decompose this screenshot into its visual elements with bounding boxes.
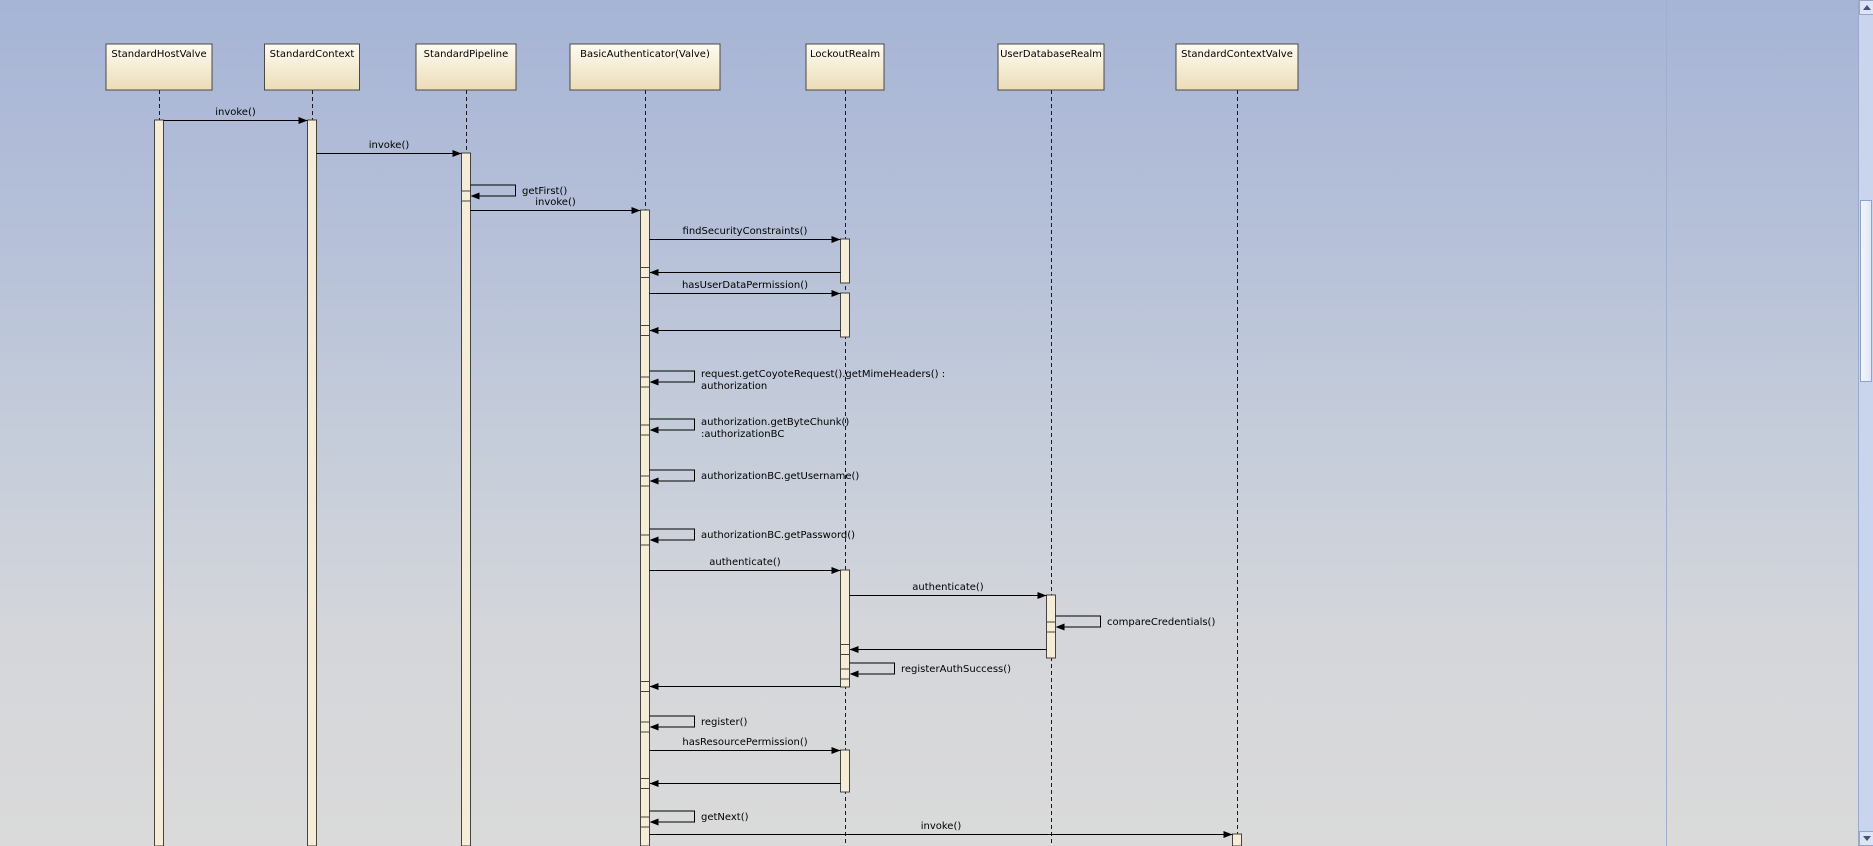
arrowhead-icon xyxy=(831,747,841,754)
nested-activation xyxy=(640,475,650,487)
arrowhead-icon xyxy=(649,683,659,690)
participant-name[interactable]: StandardPipeline xyxy=(424,49,509,60)
self-message-line xyxy=(649,370,695,383)
nested-activation xyxy=(640,424,650,436)
activation-bar[interactable] xyxy=(840,569,850,688)
participant-box[interactable] xyxy=(105,43,213,91)
self-message-line xyxy=(649,418,695,431)
arrowhead-icon xyxy=(649,536,659,544)
participant-box[interactable] xyxy=(1175,43,1299,91)
self-message-line xyxy=(649,810,695,823)
nested-activation xyxy=(640,721,650,733)
activation-bar[interactable] xyxy=(154,119,164,846)
arrowhead-icon xyxy=(1037,592,1047,599)
nested-activation xyxy=(461,190,471,202)
nested-activation xyxy=(640,267,650,278)
message-label[interactable]: authenticate() xyxy=(912,582,984,593)
activation-bar[interactable] xyxy=(840,292,850,338)
arrowhead-icon xyxy=(649,269,659,276)
arrowhead-icon xyxy=(649,378,659,386)
message-label[interactable]: authorization.getByteChunk() xyxy=(701,417,849,428)
arrowhead-icon xyxy=(831,236,841,243)
message-label[interactable]: authorizationBC.getPassword() xyxy=(701,530,855,541)
arrowhead-icon xyxy=(649,780,659,787)
arrowhead-icon xyxy=(1055,623,1065,631)
arrowhead-icon xyxy=(631,207,641,214)
self-message-line xyxy=(649,528,695,541)
nested-activation xyxy=(840,644,850,655)
nested-activation xyxy=(640,816,650,828)
participant-name[interactable]: StandardContext xyxy=(270,49,355,60)
message-label[interactable]: findSecurityConstraints() xyxy=(683,226,808,237)
arrowhead-icon xyxy=(649,426,659,434)
arrowhead-icon xyxy=(649,327,659,334)
message-label[interactable]: request.getCoyoteRequest().getMimeHeader… xyxy=(701,369,945,380)
self-message-line xyxy=(849,662,895,675)
nested-activation xyxy=(640,376,650,388)
message-label[interactable]: invoke() xyxy=(921,821,962,832)
participant-name[interactable]: StandardContextValve xyxy=(1181,49,1293,60)
arrowhead-icon xyxy=(649,818,659,826)
activation-bar[interactable] xyxy=(1232,833,1242,846)
arrowhead-icon xyxy=(849,670,859,678)
participant-name[interactable]: BasicAuthenticator(Valve) xyxy=(580,49,710,60)
message-label[interactable]: hasResourcePermission() xyxy=(682,737,807,748)
arrowhead-icon xyxy=(849,646,859,653)
activation-bar[interactable] xyxy=(840,238,850,284)
participant-name[interactable]: StandardHostValve xyxy=(111,49,206,60)
participant-box[interactable] xyxy=(997,43,1105,91)
self-message-line xyxy=(1055,615,1101,628)
self-message-line xyxy=(649,469,695,482)
message-label[interactable]: getFirst() xyxy=(522,186,567,197)
participant-box[interactable] xyxy=(569,43,721,91)
arrowhead-icon xyxy=(649,477,659,485)
message-label[interactable]: invoke() xyxy=(215,107,256,118)
scroll-up-button[interactable] xyxy=(1859,0,1873,15)
nested-activation xyxy=(840,668,850,680)
nested-activation xyxy=(640,325,650,336)
arrowhead-icon xyxy=(649,723,659,731)
scrollbar-thumb[interactable] xyxy=(1860,200,1872,382)
arrowhead-icon xyxy=(452,150,462,157)
arrowhead-icon xyxy=(831,567,841,574)
arrowhead-icon xyxy=(831,290,841,297)
arrowhead-icon xyxy=(1223,831,1233,838)
message-label[interactable]: invoke() xyxy=(369,140,410,151)
nested-activation xyxy=(640,534,650,546)
message-label[interactable]: authenticate() xyxy=(709,557,781,568)
message-label[interactable]: register() xyxy=(701,717,747,728)
arrowhead-icon xyxy=(298,117,308,124)
message-label[interactable]: authorization xyxy=(701,381,767,392)
nested-activation xyxy=(1046,621,1056,633)
message-label[interactable]: authorizationBC.getUsername() xyxy=(701,471,859,482)
participant-box[interactable] xyxy=(805,43,885,91)
participant-name[interactable]: LockoutRealm xyxy=(810,49,880,60)
scroll-down-button[interactable] xyxy=(1859,831,1873,846)
message-label[interactable]: invoke() xyxy=(535,197,576,208)
activation-bar[interactable] xyxy=(461,152,471,846)
message-label[interactable]: hasUserDataPermission() xyxy=(682,280,808,291)
participant-box[interactable] xyxy=(264,43,360,91)
message-label[interactable]: :authorizationBC xyxy=(701,429,784,440)
nested-activation xyxy=(640,681,650,692)
activation-bar[interactable] xyxy=(840,749,850,793)
activation-bar[interactable] xyxy=(640,209,650,846)
arrowhead-icon xyxy=(470,192,480,200)
scroll-down-icon xyxy=(1862,836,1871,841)
nested-activation xyxy=(640,778,650,789)
participant-box[interactable] xyxy=(415,43,517,91)
activation-bar[interactable] xyxy=(307,119,317,846)
message-label[interactable]: registerAuthSuccess() xyxy=(901,664,1011,675)
scroll-up-icon xyxy=(1862,5,1871,10)
message-label[interactable]: getNext() xyxy=(701,812,749,823)
participant-name[interactable]: UserDatabaseRealm xyxy=(1000,49,1102,60)
self-message-line xyxy=(649,715,695,728)
message-label[interactable]: compareCredentials() xyxy=(1107,617,1215,628)
vertical-scrollbar[interactable] xyxy=(1858,0,1873,846)
self-message-line xyxy=(470,184,516,197)
